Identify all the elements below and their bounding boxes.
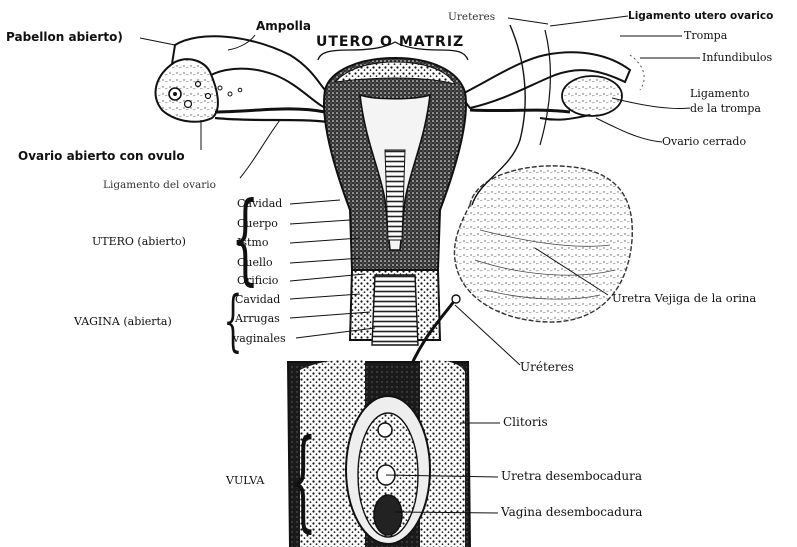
left-fallopian-tube	[156, 36, 330, 122]
label-vagina-vaginales: vaginales	[233, 333, 286, 345]
label-ampolla: Ampolla	[256, 20, 311, 32]
label-utero-cavidad: Cavidad	[237, 198, 282, 210]
label-vagina-cavidad: Cavidad	[235, 294, 280, 306]
label-vagina-arrugas: Arrugas	[235, 313, 280, 325]
label-utero-cuerpo: Cuerpo	[237, 218, 278, 230]
label-ureteres-bottom: Uréteres	[520, 361, 574, 373]
label-ligamento-trompa-1: Ligamento	[690, 88, 750, 100]
uterus	[324, 58, 466, 270]
label-ureteres-top: Ureteres	[448, 11, 495, 23]
label-vagina-group: VAGINA (abierta)	[74, 316, 172, 328]
label-ligamento-ovario: Ligamento del ovario	[103, 179, 216, 191]
vagina	[350, 270, 440, 345]
label-ovario-cerrado: Ovario cerrado	[662, 136, 746, 148]
label-ligamento-trompa-2: de la trompa	[690, 103, 761, 115]
label-vejiga: Uretra Vejiga de la orina	[612, 292, 756, 304]
label-infundibulos: Infundibulos	[702, 52, 772, 64]
label-uretra-desembocadura: Uretra desembocadura	[501, 470, 642, 482]
label-clitoris: Clitoris	[503, 416, 548, 428]
label-pabellon: Pabellon abierto)	[6, 31, 123, 43]
label-utero-cuello: Cuello	[237, 257, 273, 269]
label-ligamento-utero-ovarico: Ligamento utero ovarico	[628, 10, 773, 22]
label-utero-orificio: Orificio	[237, 275, 278, 287]
label-ovario-abierto: Ovario abierto con ovulo	[18, 150, 185, 162]
label-utero-istmo: Istmo	[237, 237, 268, 249]
label-utero-group: UTERO (abierto)	[92, 236, 186, 248]
uterus-title: UTERO O MATRIZ	[316, 36, 464, 48]
label-trompa: Trompa	[684, 30, 727, 42]
vulva-brace: {	[289, 424, 317, 534]
label-vagina-desembocadura: Vagina desembocadura	[501, 506, 642, 518]
label-vulva: VULVA	[226, 475, 264, 487]
right-fallopian-tube	[460, 52, 644, 119]
